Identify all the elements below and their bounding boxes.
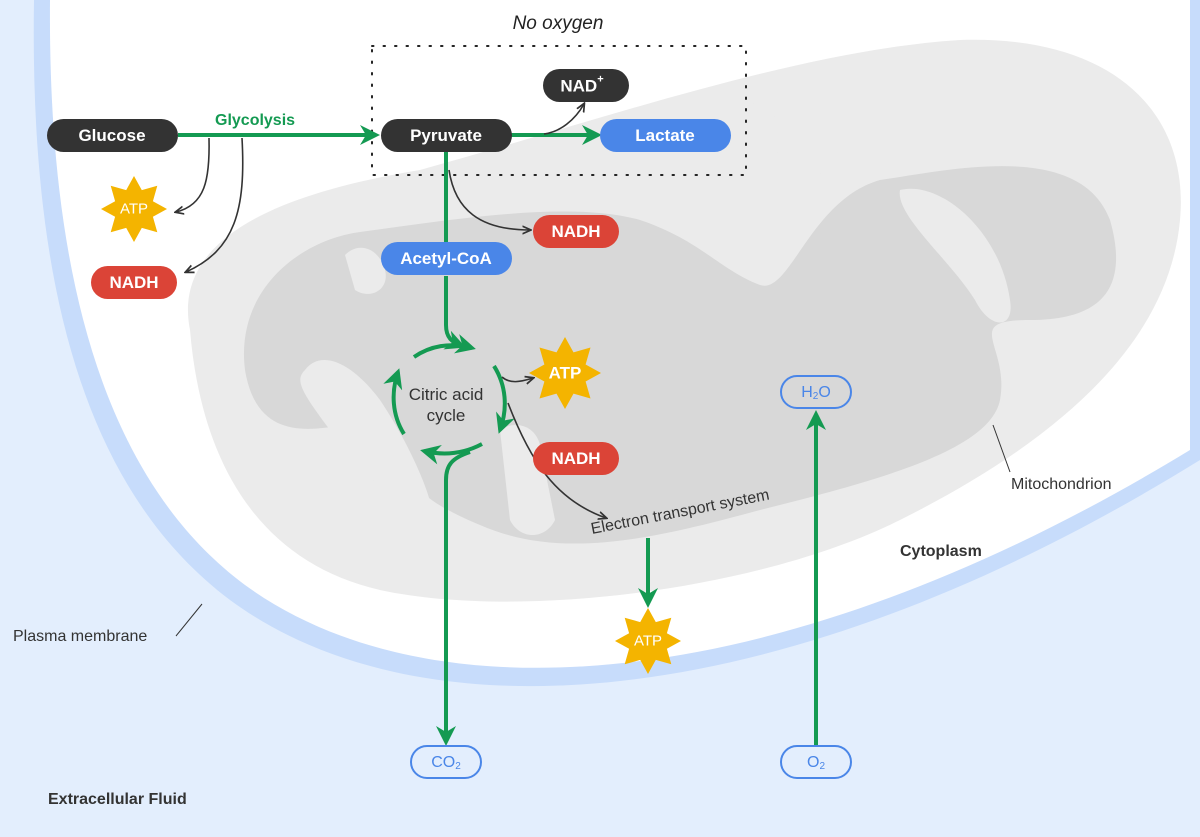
glucose-to-atp-arrow — [176, 137, 210, 212]
atp-glycolysis-star[interactable]: ATP — [101, 176, 167, 242]
co2-node[interactable]: CO2 — [410, 745, 482, 779]
pyruvate-to-nadh-arrow — [448, 169, 530, 230]
h2o-node[interactable]: H2O — [780, 375, 852, 409]
citric-acid-label-line1: Citric acid — [409, 385, 484, 404]
cytoplasm-label: Cytoplasm — [900, 543, 982, 560]
o2-node[interactable]: O2 — [780, 745, 852, 779]
cycle-to-atp-arrow — [501, 377, 533, 382]
atp-ets-star[interactable]: ATP — [615, 608, 681, 674]
lactate-label: Lactate — [635, 126, 695, 145]
atp-cycle-label: ATP — [549, 364, 582, 383]
nadh-pyruvate-label: NADH — [551, 222, 600, 241]
glucose-label: Glucose — [78, 126, 145, 145]
plasma-membrane-label: Plasma membrane — [13, 628, 147, 645]
plasma-membrane-pointer — [175, 603, 203, 637]
glucose-node[interactable]: Glucose — [47, 119, 178, 152]
lactate-node[interactable]: Lactate — [600, 119, 731, 152]
nadh-glycolysis-label: NADH — [109, 273, 158, 292]
atp-glycolysis-label: ATP — [120, 201, 148, 218]
nad-plus-node[interactable]: NAD+ — [543, 69, 629, 102]
mitochondrion-pointer — [992, 424, 1011, 473]
glycolysis-label: Glycolysis — [215, 112, 295, 129]
co2-label: CO2 — [431, 754, 461, 772]
citric-acid-cycle-arrows — [383, 334, 515, 465]
crista — [345, 247, 386, 294]
crista — [899, 188, 1011, 323]
glucose-to-nadh-arrow — [186, 137, 244, 272]
atp-ets-label: ATP — [634, 633, 662, 650]
extracellular-fluid-label: Extracellular Fluid — [48, 791, 187, 808]
nadh-cycle-node[interactable]: NADH — [533, 442, 619, 475]
cycle-to-ets-arrow — [507, 402, 606, 518]
nadh-glycolysis-node[interactable]: NADH — [91, 266, 177, 299]
crista — [698, 92, 793, 154]
o2-label: O2 — [807, 754, 825, 772]
atp-cycle-star[interactable]: ATP — [529, 337, 601, 409]
pyruvate-label: Pyruvate — [410, 126, 482, 145]
nadh-cycle-label: NADH — [551, 449, 600, 468]
h2o-label: H2O — [801, 384, 831, 402]
no-oxygen-box — [371, 45, 747, 176]
citric-acid-label-line2: cycle — [427, 406, 466, 425]
pyruvate-to-nad-arrow — [543, 104, 584, 135]
acetyl-coa-node[interactable]: Acetyl-CoA — [381, 242, 512, 275]
mitochondrion-label: Mitochondrion — [1011, 476, 1112, 493]
nad-plus-label: NAD+ — [560, 74, 603, 96]
acetyl-coa-label: Acetyl-CoA — [400, 249, 492, 268]
crista — [760, 126, 846, 224]
pyruvate-node[interactable]: Pyruvate — [381, 119, 512, 152]
nadh-pyruvate-node[interactable]: NADH — [533, 215, 619, 248]
no-oxygen-title: No oxygen — [513, 13, 604, 34]
crista — [300, 360, 433, 520]
cycle-to-co2-arrow — [436, 450, 471, 746]
